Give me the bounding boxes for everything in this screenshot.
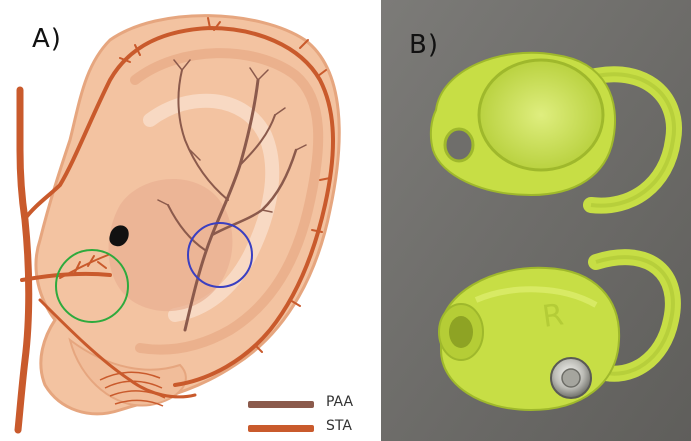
legend-swatch-sta: [248, 425, 314, 432]
ear-illustration-svg: [0, 0, 372, 441]
legend-row-sta: STA: [248, 418, 368, 438]
legend: PAA STA: [248, 392, 368, 440]
earpiece-top-cup: [479, 60, 603, 170]
legend-label-paa: PAA: [326, 394, 353, 410]
legend-row-paa: PAA: [248, 394, 368, 414]
panel-a-label: A): [32, 24, 62, 54]
device-photo-svg: R: [381, 0, 691, 441]
earpiece-top-nozzle-hole: [445, 129, 473, 161]
legend-swatch-paa: [248, 401, 314, 408]
legend-label-sta: STA: [326, 418, 352, 434]
panel-a-ear-illustration: A) PAA STA: [0, 0, 372, 441]
panel-b-device-photo: R B): [381, 0, 691, 441]
panel-b-label: B): [409, 30, 439, 60]
